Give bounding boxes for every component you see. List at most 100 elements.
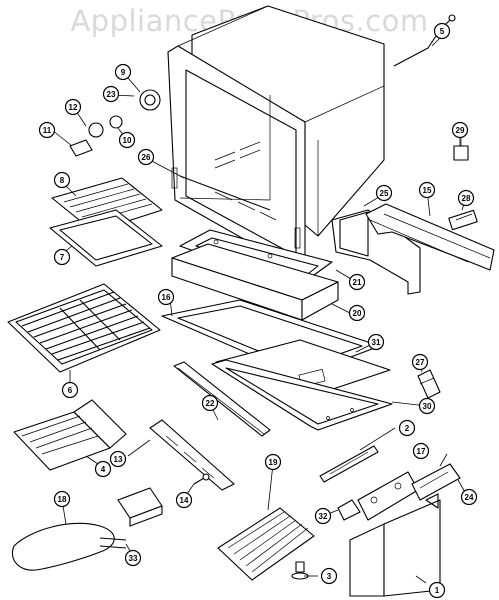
callout-number: 32 xyxy=(319,512,328,521)
callout-24: 24 xyxy=(460,488,478,506)
callout-bubble xyxy=(412,442,430,460)
callout-bubble xyxy=(157,288,175,306)
callout-bubble xyxy=(457,189,475,207)
callout-21: 21 xyxy=(348,273,366,291)
broiler-grid xyxy=(51,177,163,233)
callout-number: 16 xyxy=(162,293,171,302)
callout-number: 17 xyxy=(417,447,426,456)
terminal xyxy=(448,209,478,231)
callout-bubble xyxy=(314,507,332,525)
callout-number: 20 xyxy=(353,309,362,318)
callout-5: 5 xyxy=(433,22,451,40)
callout-33: 33 xyxy=(124,549,142,567)
callout-number: 23 xyxy=(107,90,116,99)
callout-17: 17 xyxy=(412,442,430,460)
callout-18: 18 xyxy=(53,490,71,508)
leveling-leg xyxy=(291,561,309,580)
callout-number: 1 xyxy=(435,586,440,595)
callout-bubble xyxy=(94,460,112,478)
callout-bubble xyxy=(53,248,71,266)
broiler-pan xyxy=(49,209,163,267)
callout-number: 22 xyxy=(206,399,215,408)
callout-number: 3 xyxy=(327,572,332,581)
insulation-block xyxy=(171,243,339,321)
callout-bubble xyxy=(64,98,82,116)
callout-bubble xyxy=(433,22,451,40)
callout-14: 14 xyxy=(175,491,193,509)
callout-2: 2 xyxy=(398,419,416,437)
callout-11: 11 xyxy=(38,121,56,139)
light-socket xyxy=(139,89,161,111)
callout-number: 21 xyxy=(353,278,362,287)
callout-bubble xyxy=(348,304,366,322)
callout-number: 5 xyxy=(440,27,445,36)
callout-bubble xyxy=(418,181,436,199)
callout-number: 2 xyxy=(405,424,410,433)
callout-bubble xyxy=(201,394,219,412)
callout-29: 29 xyxy=(451,121,469,139)
light-cover xyxy=(88,122,104,138)
callout-number: 12 xyxy=(69,103,78,112)
screw xyxy=(193,473,210,485)
door-switch xyxy=(453,138,469,161)
callout-12: 12 xyxy=(64,98,82,116)
callout-16: 16 xyxy=(157,288,175,306)
callout-group: 1234567891011121314151617181920212223242… xyxy=(38,22,478,599)
callout-number: 28 xyxy=(462,194,471,203)
callout-bubble xyxy=(137,148,155,166)
callout-number: 11 xyxy=(43,126,52,135)
callout-bubble xyxy=(428,581,446,599)
callout-number: 10 xyxy=(123,136,132,145)
callout-bubble xyxy=(418,397,436,415)
callout-number: 9 xyxy=(121,68,126,77)
callout-bubble xyxy=(124,549,142,567)
callout-3: 3 xyxy=(320,567,338,585)
callout-19: 19 xyxy=(264,453,282,471)
callout-bubble xyxy=(264,453,282,471)
callout-27: 27 xyxy=(411,353,429,371)
callout-1: 1 xyxy=(428,581,446,599)
vent-panel xyxy=(149,419,235,491)
callout-23: 23 xyxy=(102,85,120,103)
callout-31: 31 xyxy=(367,333,385,351)
callout-number: 33 xyxy=(129,554,138,563)
callout-8: 8 xyxy=(53,171,71,189)
callout-9: 9 xyxy=(114,63,132,81)
callout-bubble xyxy=(53,171,71,189)
callout-bubble xyxy=(38,121,56,139)
callout-bubble xyxy=(109,450,127,468)
callout-bubble xyxy=(53,490,71,508)
mounting-plate xyxy=(411,463,461,501)
callout-bubble xyxy=(375,184,393,202)
callout-number: 4 xyxy=(101,465,106,474)
callout-bubble xyxy=(320,567,338,585)
callout-number: 31 xyxy=(372,338,381,347)
callout-number: 19 xyxy=(269,458,278,467)
rear-channel xyxy=(365,203,495,271)
callout-bubble xyxy=(451,121,469,139)
half-rack xyxy=(13,399,127,471)
callout-10: 10 xyxy=(118,131,136,149)
ignitor xyxy=(319,445,379,483)
callout-26: 26 xyxy=(137,148,155,166)
callout-bubble xyxy=(460,488,478,506)
callout-32: 32 xyxy=(314,507,332,525)
callout-bubble xyxy=(61,381,79,399)
clip xyxy=(337,499,361,521)
callout-bubble xyxy=(398,419,416,437)
wire-harness xyxy=(393,14,456,67)
bottom-tray xyxy=(211,359,393,431)
callout-number: 25 xyxy=(380,189,389,198)
callout-number: 18 xyxy=(58,495,67,504)
callout-number: 26 xyxy=(142,153,151,162)
callout-13: 13 xyxy=(109,450,127,468)
callout-bubble xyxy=(102,85,120,103)
light-bulb xyxy=(109,115,123,129)
callout-bubble xyxy=(411,353,429,371)
bake-element xyxy=(12,522,127,571)
terminal-block xyxy=(117,487,163,527)
callout-number: 30 xyxy=(423,402,432,411)
callout-22: 22 xyxy=(201,394,219,412)
